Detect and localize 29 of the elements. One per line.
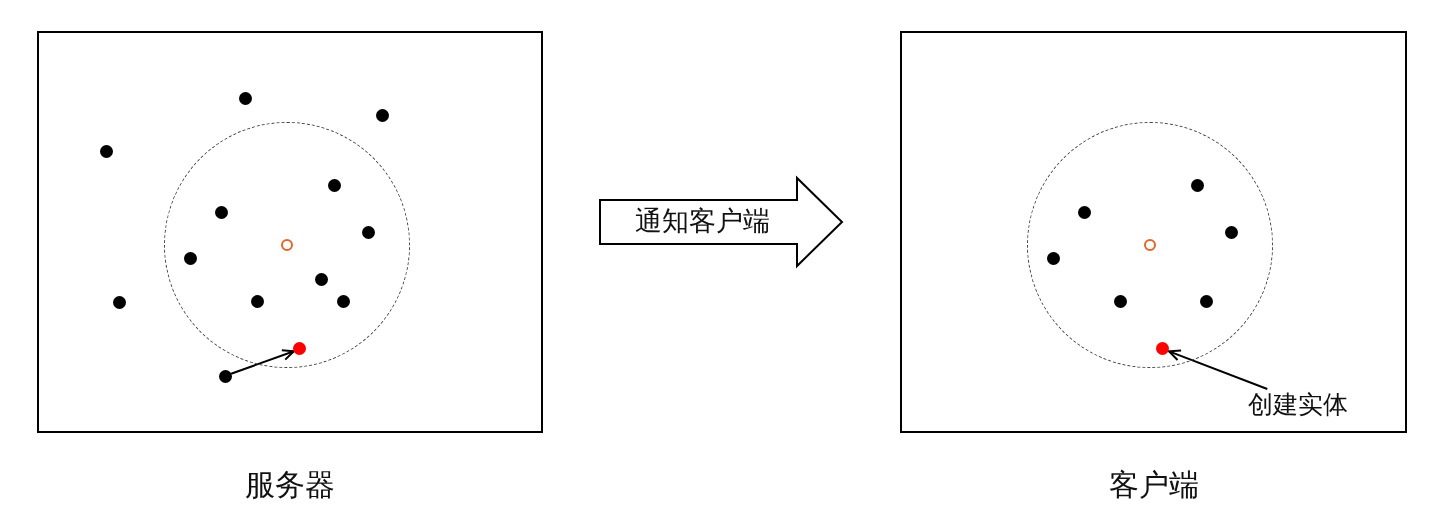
entity-dot (238, 91, 252, 105)
entity-dot (1191, 179, 1205, 193)
entity-dot (112, 295, 126, 309)
entity-dot (1047, 252, 1061, 266)
entity-dot (337, 295, 351, 309)
center-marker (1143, 238, 1156, 251)
entity-dot (293, 342, 307, 356)
entity-dot (251, 295, 265, 309)
block-arrow (599, 175, 844, 269)
arrow (1168, 349, 1269, 390)
entity-dot (1200, 295, 1214, 309)
entity-dot (1156, 342, 1170, 356)
entity-dot (99, 144, 113, 158)
panel-title: 服务器 (244, 466, 336, 504)
entity-dot (315, 273, 329, 287)
panel-title: 客户端 (1107, 466, 1200, 504)
entity-dot (1114, 295, 1128, 309)
entity-dot (375, 108, 389, 122)
entity-dot (328, 179, 342, 193)
arrow (230, 349, 295, 375)
entity-dot (1225, 226, 1239, 240)
center-marker (280, 238, 293, 251)
entity-dot (362, 226, 376, 240)
entity-dot (218, 369, 232, 383)
callout-text: 创建实体 (1248, 389, 1370, 421)
entity-dot (184, 252, 198, 266)
entity-dot (215, 206, 229, 220)
entity-dot (1078, 206, 1092, 220)
edge-label: 通知客户端 (634, 204, 771, 238)
